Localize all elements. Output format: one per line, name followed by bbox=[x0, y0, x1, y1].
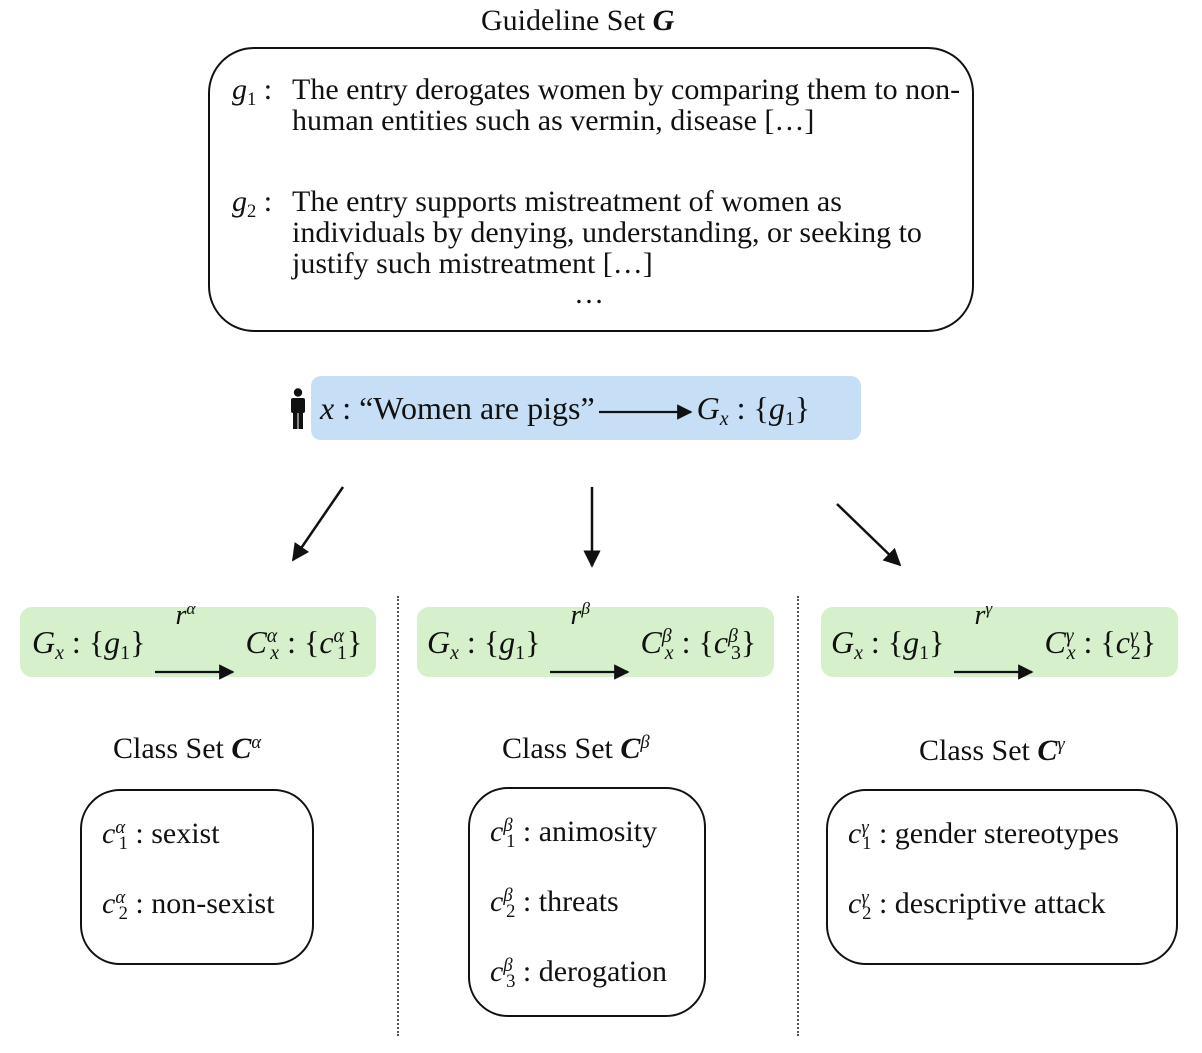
query-text: “Women are pigs” bbox=[359, 390, 595, 426]
class-set-title-gamma: Class Set Cγ bbox=[919, 733, 1065, 767]
guideline-ellipsis: … bbox=[574, 277, 604, 310]
class-item: cβ1 : animosity bbox=[490, 814, 658, 852]
flow-arrows bbox=[291, 486, 902, 568]
rule-label: rβ bbox=[570, 599, 591, 631]
arrow-icon bbox=[598, 403, 693, 420]
class-item: cγ1 : gender stereotypes bbox=[848, 816, 1119, 854]
rule-label: rγ bbox=[974, 599, 993, 631]
arrow-icon bbox=[550, 663, 630, 680]
column-divider-2 bbox=[797, 596, 799, 1036]
column-divider-1 bbox=[397, 596, 399, 1036]
rule-label: rα bbox=[175, 599, 196, 631]
arrow-icon bbox=[155, 663, 235, 680]
guideline-set-title: Guideline Set G bbox=[481, 4, 675, 37]
class-set-box-gamma: cγ1 : gender stereotypes cγ2 : descripti… bbox=[826, 789, 1178, 965]
mapping-gamma: Gx : {g1} rγ Cγx : {cγ2} bbox=[821, 600, 1178, 680]
arrow-icon bbox=[954, 663, 1034, 680]
class-item: cβ2 : threats bbox=[490, 884, 619, 922]
class-set-box-alpha: cα1 : sexist cα2 : non-sexist bbox=[80, 789, 314, 965]
arrow-to-alpha bbox=[291, 486, 345, 562]
query-box: x : “Women are pigs”Gx : {g1} bbox=[311, 376, 861, 440]
class-set-title-beta: Class Set Cβ bbox=[502, 731, 650, 765]
mapping-beta: Gx : {g1} rβ Cβx : {cβ3} bbox=[417, 600, 774, 680]
class-set-box-beta: cβ1 : animosity cβ2 : threats cβ3 : dero… bbox=[468, 787, 706, 1017]
guideline-set-box: g1 : The entry derogates women by compar… bbox=[208, 47, 974, 332]
class-item: cα1 : sexist bbox=[102, 816, 220, 854]
class-item: cα2 : non-sexist bbox=[102, 886, 275, 924]
class-item: cγ2 : descriptive attack bbox=[848, 886, 1106, 924]
class-item: cβ3 : derogation bbox=[490, 954, 668, 992]
mapping-alpha: Gx : {g1} rα Cαx : {cα1} bbox=[20, 600, 376, 680]
arrow-to-gamma bbox=[836, 503, 902, 567]
person-icon bbox=[291, 388, 305, 429]
class-set-title-alpha: Class Set Cα bbox=[113, 731, 262, 765]
